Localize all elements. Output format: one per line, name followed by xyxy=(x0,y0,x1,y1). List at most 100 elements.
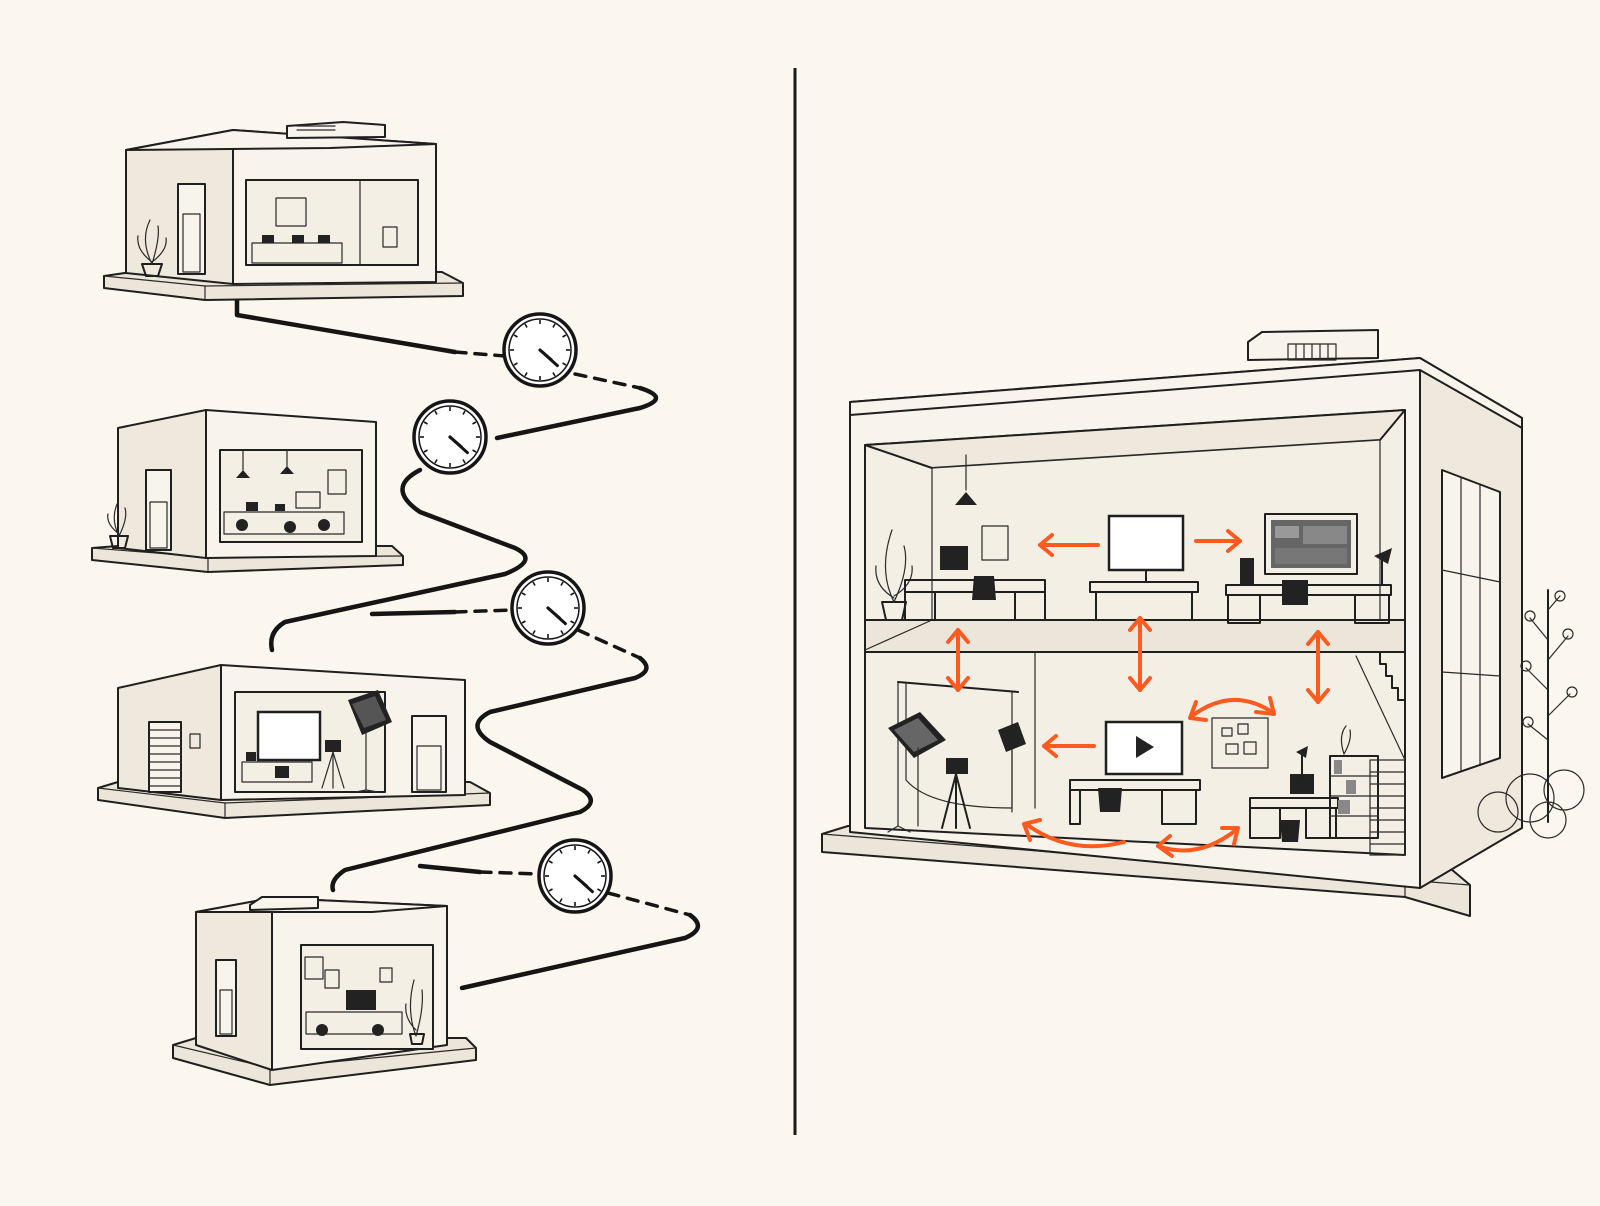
arrow-vertical-right xyxy=(1306,630,1330,704)
small-office-with-rooftop-unit xyxy=(172,896,477,1086)
clock-tick xyxy=(560,630,564,635)
clock-tick xyxy=(462,410,466,415)
arrow-upper-left xyxy=(1038,533,1100,557)
clock-tick xyxy=(560,581,564,586)
clock-ring xyxy=(516,576,580,640)
pinboard-icon xyxy=(1211,717,1269,769)
play-icon xyxy=(1136,736,1154,758)
central-monitor-icon xyxy=(1107,514,1185,572)
clock-1-icon xyxy=(502,312,578,388)
route-dash-1 xyxy=(453,350,507,358)
route-dash-4 xyxy=(576,628,642,660)
arrow-curve-bottom-left xyxy=(1022,818,1126,849)
clock-tick xyxy=(524,323,528,328)
clock-tick xyxy=(570,592,575,596)
clock-tick xyxy=(423,449,428,453)
route-segment-5 xyxy=(330,655,649,893)
route-segment-3 xyxy=(269,467,528,653)
clock-tick xyxy=(513,362,518,366)
route-dash-5 xyxy=(478,870,542,876)
two-level-combined-studio xyxy=(821,329,1585,917)
clock-tick xyxy=(552,372,556,377)
staircase-icon xyxy=(1355,651,1406,856)
softbox-light-icon xyxy=(998,722,1026,813)
route-segment-4 xyxy=(369,609,458,617)
clock-tick xyxy=(472,449,477,453)
plant-icon xyxy=(405,979,425,1045)
arrow-curve-top xyxy=(1188,696,1276,722)
softbox-light-icon xyxy=(888,712,946,827)
clock-tick xyxy=(548,860,553,864)
clock-3-icon xyxy=(510,570,586,646)
clock-minute-hand xyxy=(546,606,567,626)
clock-tick xyxy=(552,323,556,328)
clock-tick xyxy=(472,421,477,425)
monitor-icon xyxy=(940,546,968,570)
arrow-upper-right xyxy=(1194,529,1242,553)
clock-minute-hand xyxy=(538,348,559,368)
commute-route xyxy=(234,297,700,991)
bush-icon xyxy=(1477,769,1585,839)
garage-studio xyxy=(97,664,491,819)
clock-ring xyxy=(508,318,572,382)
office-chair-icon xyxy=(1280,820,1300,842)
arrow-vertical-center xyxy=(1128,616,1152,692)
clock-tick xyxy=(434,410,438,415)
clock-tick xyxy=(521,592,526,596)
clock-ring xyxy=(543,844,607,908)
clock-tick xyxy=(548,888,553,892)
clock-tick xyxy=(562,334,567,338)
small-office-building xyxy=(103,121,464,301)
editing-monitor-icon xyxy=(1264,513,1358,575)
plant-icon xyxy=(107,501,129,549)
side-window-icon xyxy=(1441,469,1501,779)
clock-tick xyxy=(532,581,536,586)
clock-tick xyxy=(513,334,518,338)
office-chair-icon xyxy=(1282,580,1308,605)
clock-tick xyxy=(559,849,563,854)
clock-tick xyxy=(521,620,526,624)
clock-minute-hand xyxy=(573,874,594,894)
route-segment-1 xyxy=(234,297,458,355)
office-chair-icon xyxy=(972,576,996,600)
route-segment-6 xyxy=(417,863,483,875)
route-segment-7 xyxy=(459,912,700,991)
route-segment-2 xyxy=(494,385,659,441)
clock-tick xyxy=(559,898,563,903)
clock-tick xyxy=(423,421,428,425)
flow-arrows xyxy=(946,529,1330,858)
camera-tripod-icon xyxy=(941,758,971,829)
projection-screen-icon xyxy=(256,710,322,762)
clock-tick xyxy=(587,898,591,903)
clock-ring xyxy=(418,405,482,469)
route-dash-6 xyxy=(606,891,692,917)
camera-tripod-icon xyxy=(321,740,345,789)
arrow-lower-left xyxy=(1042,734,1096,758)
office-chair-icon xyxy=(1098,788,1122,812)
softbox-light-icon xyxy=(348,690,392,793)
clock-4-icon xyxy=(537,838,613,914)
clock-tick xyxy=(532,630,536,635)
desk-lamp-icon xyxy=(1374,548,1392,585)
tree-icon xyxy=(1520,589,1578,823)
arrow-curve-bottom-right xyxy=(1156,826,1240,858)
office-with-pendant-lights xyxy=(91,409,404,573)
plant-icon xyxy=(137,219,167,277)
clock-tick xyxy=(462,459,466,464)
clock-tick xyxy=(597,888,602,892)
clock-tick xyxy=(434,459,438,464)
plant-icon xyxy=(875,529,913,621)
clock-tick xyxy=(562,362,567,366)
clock-tick xyxy=(570,620,575,624)
clock-minute-hand xyxy=(448,435,469,455)
clock-tick xyxy=(524,372,528,377)
roll-up-door-icon xyxy=(148,721,182,793)
route-dash-2 xyxy=(573,372,642,390)
clock-2-icon xyxy=(412,399,488,475)
route-dash-3 xyxy=(453,608,514,614)
clock-tick xyxy=(587,849,591,854)
arrow-vertical-left xyxy=(946,628,970,692)
clock-tick xyxy=(597,860,602,864)
